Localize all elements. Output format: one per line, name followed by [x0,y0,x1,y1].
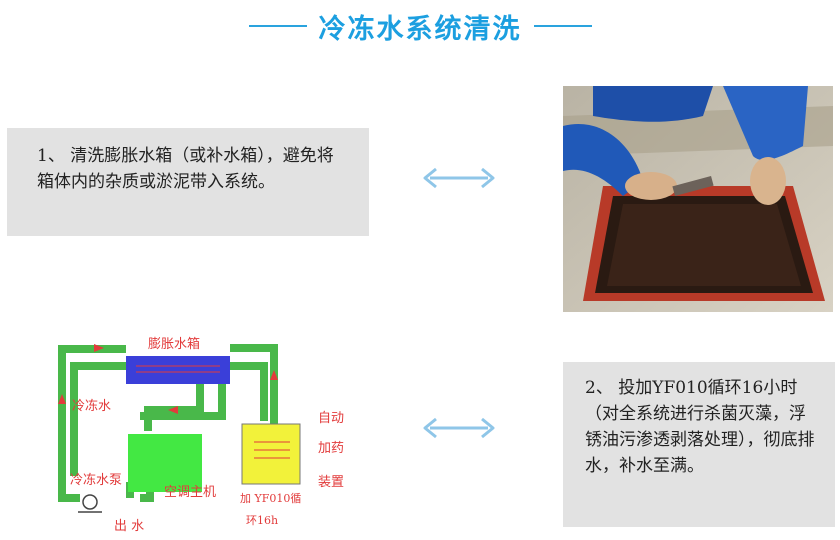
chilled-water-label: 冷冻水 [72,398,111,414]
double-arrow-icon [423,167,495,189]
system-diagram: 膨胀水箱 冷冻水 冷冻水泵 空调主机 出 水 自动 加药 装置 加 YF010循… [58,336,344,534]
ac-host-unit [128,434,202,492]
page-title: 冷冻水系统清洗 [318,13,522,45]
auto-dosing-line2: 加药 [318,441,344,456]
pump-icon [82,494,98,510]
tank-cleaning-photo [563,86,833,312]
auto-dosing-line1: 自动 [318,411,344,426]
page-header: 冷冻水系统清洗 [0,6,840,46]
dosing-note-line2: 环16h [246,514,278,527]
dosing-tank [241,423,301,485]
step1-box: 1、 清洗膨胀水箱（或补水箱），避免将箱体内的杂质或淤泥带入系统。 [7,128,369,236]
chilled-pump-label: 冷冻水泵 [70,472,122,488]
step2-box: 2、 投加YF010循环16小时（对全系统进行杀菌灭藻，浮锈油污渗透剥落处理），… [563,362,835,527]
step1-text: 1、 清洗膨胀水箱（或补水箱），避免将箱体内的杂质或淤泥带入系统。 [37,146,334,192]
dosing-note-line1: 加 YF010循 [240,492,301,505]
title-right-rule [533,25,592,27]
expansion-tank-label: 膨胀水箱 [148,336,200,352]
flow-arrows [58,344,278,414]
expansion-tank [126,356,230,384]
outlet-label: 出 水 [114,519,144,534]
step2-text: 2、 投加YF010循环16小时（对全系统进行杀菌灭藻，浮锈油污渗透剥落处理），… [585,378,815,476]
auto-dosing-line3: 装置 [318,475,344,490]
double-arrow-icon-2 [423,417,495,439]
title-left-rule [248,25,307,27]
ac-host-label: 空调主机 [164,485,216,500]
